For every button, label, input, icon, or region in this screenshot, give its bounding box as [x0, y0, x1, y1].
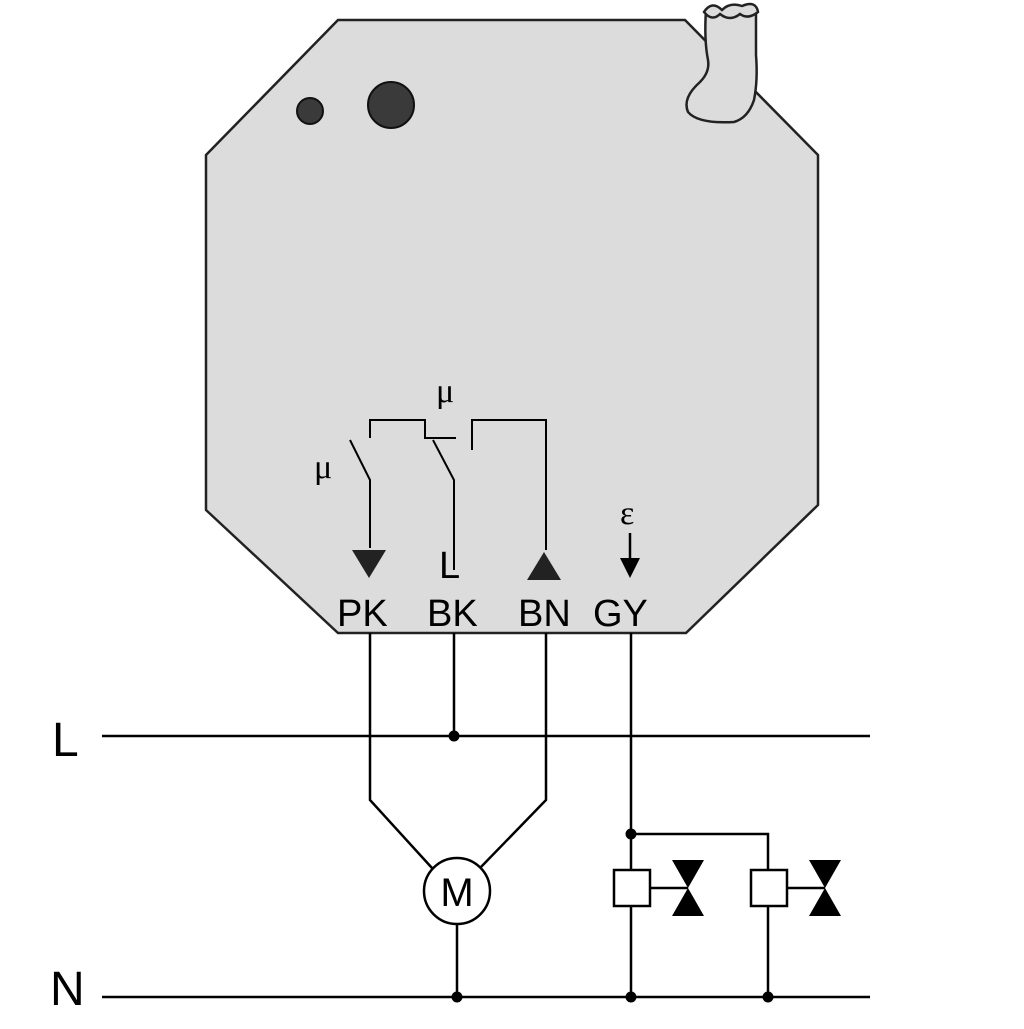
- wire-pk: [368, 633, 433, 869]
- cable-antenna-icon: [685, 2, 760, 124]
- wire-bn: [479, 633, 548, 869]
- triangle-up-icon: [527, 552, 561, 580]
- contact-symbol-left: μ: [314, 449, 332, 486]
- terminal-bk-label: BK: [427, 593, 478, 635]
- status-led-small: [296, 97, 324, 125]
- status-led-large: [367, 81, 415, 129]
- contact-symbol-right: μ: [436, 373, 454, 410]
- terminal-pk-label: PK: [337, 593, 388, 635]
- junction-dot: [448, 730, 460, 742]
- wire-valve-branch: [631, 832, 770, 870]
- valve-actuator-icon: [749, 860, 841, 916]
- live-line-label: L: [52, 714, 79, 767]
- arrow-down-icon: [620, 533, 640, 578]
- terminal-bk-mark: L: [439, 545, 460, 587]
- terminal-bn-label: BN: [518, 593, 571, 635]
- terminal-gy-label: GY: [593, 593, 648, 635]
- valve-actuator-icon: [612, 860, 704, 916]
- triangle-down-icon: [352, 550, 386, 578]
- motor-icon: M: [422, 856, 492, 997]
- neutral-line-label: N: [50, 963, 85, 1016]
- junction-dot: [625, 991, 637, 1003]
- relay-contacts: μ μ: [314, 373, 547, 570]
- terminal-gy-symbol: ε: [620, 495, 634, 532]
- motor-label: M: [440, 871, 473, 915]
